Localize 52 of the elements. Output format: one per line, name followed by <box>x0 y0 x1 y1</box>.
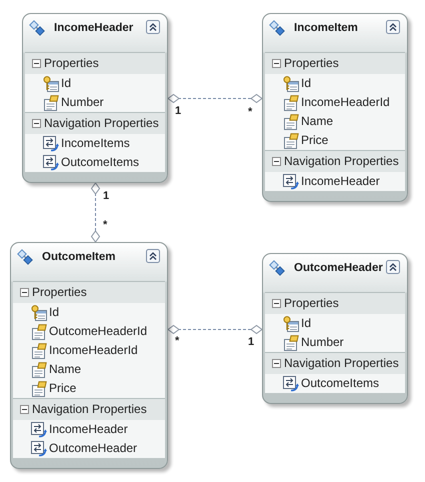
property-name: Id <box>61 76 72 91</box>
property-name: Number <box>301 335 344 350</box>
property-name: Price <box>301 133 328 148</box>
multiplicity-label: * <box>175 335 180 348</box>
entity-name: IncomeHeader <box>54 21 134 36</box>
section-panel <box>265 292 405 352</box>
section-panel <box>25 112 165 172</box>
multiplicity-label: 1 <box>175 105 182 118</box>
section-panel <box>265 52 405 150</box>
section-title: Properties <box>32 285 87 300</box>
section-panel <box>25 52 165 112</box>
section-panel <box>265 352 405 393</box>
property-name: OutcomeHeaderId <box>49 324 148 339</box>
section-panel <box>13 398 165 458</box>
property-name: Name <box>301 114 334 129</box>
navigation-property-name: IncomeItems <box>61 136 130 151</box>
multiplicity-label: * <box>248 106 252 119</box>
entity-name: IncomeItem <box>294 21 358 36</box>
entity-box <box>262 253 408 404</box>
property-name: Id <box>301 316 312 331</box>
section-panel <box>265 150 405 191</box>
property-name: IncomeHeaderId <box>49 343 138 358</box>
section-panel <box>13 281 165 398</box>
section-title: Navigation Properties <box>32 402 147 417</box>
entity-box <box>262 13 408 202</box>
section-title: Properties <box>44 56 99 71</box>
multiplicity-label: 1 <box>103 190 110 203</box>
property-name: Name <box>49 362 82 377</box>
section-title: Navigation Properties <box>284 356 399 371</box>
navigation-property-name: OutcomeItems <box>61 155 140 170</box>
property-name: Price <box>49 381 76 396</box>
navigation-property-name: IncomeHeader <box>49 422 128 437</box>
section-title: Navigation Properties <box>44 116 159 131</box>
association-line <box>168 325 262 334</box>
association-line <box>168 94 262 103</box>
section-title: Navigation Properties <box>284 154 399 169</box>
section-title: Properties <box>284 296 339 311</box>
entity-name: OutcomeHeader <box>294 261 383 276</box>
multiplicity-label: * <box>103 219 108 232</box>
multiplicity-label: 1 <box>248 336 254 349</box>
property-name: Number <box>61 95 104 110</box>
entity-name: OutcomeItem <box>42 250 116 265</box>
property-name: IncomeHeaderId <box>301 95 390 110</box>
navigation-property-name: OutcomeItems <box>301 376 380 391</box>
entity-box <box>10 242 168 469</box>
section-title: Properties <box>284 56 339 71</box>
navigation-property-name: OutcomeHeader <box>49 441 138 456</box>
navigation-property-name: IncomeHeader <box>301 174 380 189</box>
property-name: Id <box>49 305 60 320</box>
entity-box <box>22 13 168 183</box>
property-name: Id <box>301 76 312 91</box>
association-line <box>91 182 100 242</box>
